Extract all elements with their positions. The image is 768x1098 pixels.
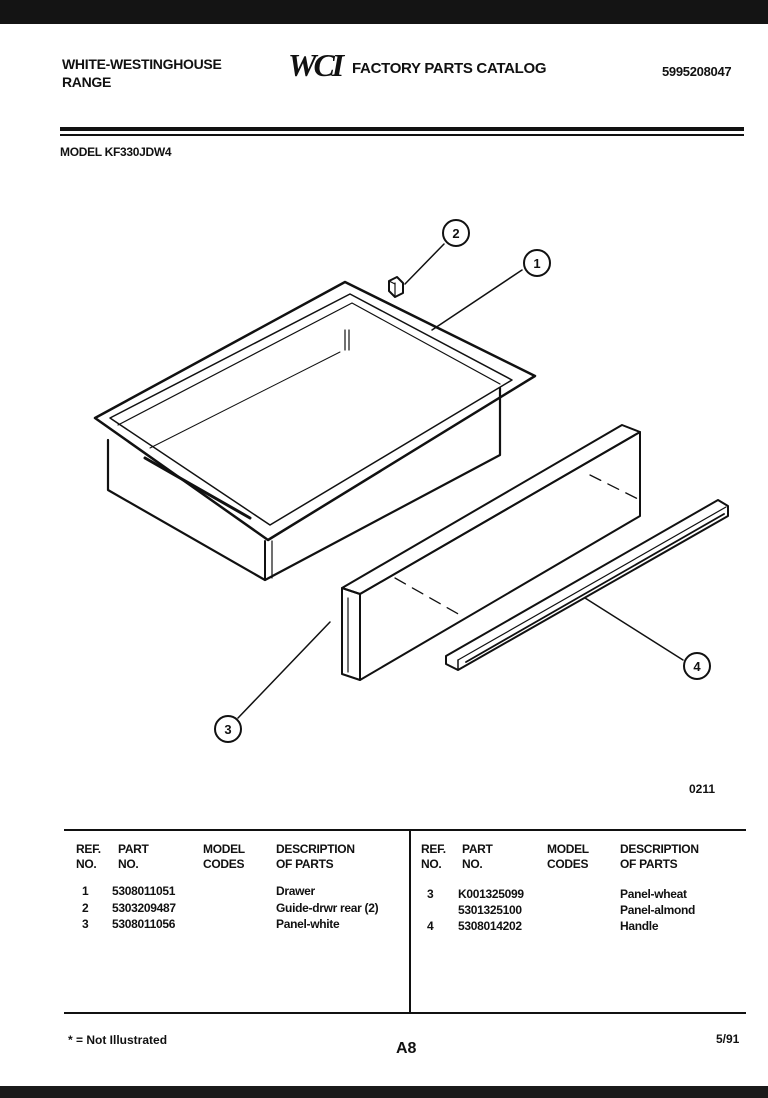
row-part-no: 5308014202 bbox=[458, 919, 522, 933]
catalog-title: FACTORY PARTS CATALOG bbox=[352, 60, 547, 77]
header-desc-right-line1: DESCRIPTION bbox=[620, 842, 699, 856]
row-part-no: K001325099 bbox=[458, 887, 524, 901]
not-illustrated-note: * = Not Illustrated bbox=[68, 1033, 168, 1047]
rear-guide-drawing bbox=[388, 276, 404, 298]
callout-4-label: 4 bbox=[693, 659, 701, 674]
row-description: Guide-drwr rear (2) bbox=[276, 901, 379, 915]
header-model-right: MODEL CODES bbox=[547, 842, 589, 872]
callout-3: 3 bbox=[214, 715, 242, 743]
catalog-number: 5995208047 bbox=[662, 64, 732, 79]
header-desc-line1: DESCRIPTION bbox=[276, 842, 355, 856]
callout-1: 1 bbox=[523, 249, 551, 277]
header-rule-thin bbox=[60, 134, 744, 136]
table-bottom-rule bbox=[64, 1012, 746, 1014]
exploded-parts-diagram: 2 1 3 4 bbox=[93, 219, 729, 743]
header-model-right-line2: CODES bbox=[547, 857, 589, 871]
header-model-line1: MODEL bbox=[203, 842, 245, 856]
product-type: RANGE bbox=[62, 74, 112, 90]
row-ref: 1 bbox=[82, 884, 89, 898]
header-part-right: PART NO. bbox=[462, 842, 493, 872]
header-rule bbox=[60, 127, 744, 131]
leader-line-4 bbox=[584, 597, 684, 661]
row-description: Panel-almond bbox=[620, 903, 696, 917]
header-part-line2: NO. bbox=[118, 857, 139, 871]
header-ref-right-line1: REF. bbox=[421, 842, 446, 856]
header-description: DESCRIPTION OF PARTS bbox=[276, 842, 355, 872]
page-number: A8 bbox=[396, 1040, 417, 1057]
callout-4: 4 bbox=[683, 652, 711, 680]
header-desc-right-line2: OF PARTS bbox=[620, 857, 678, 871]
table-divider bbox=[409, 830, 411, 1013]
leader-line-2 bbox=[404, 243, 445, 285]
row-part-no: 5308011056 bbox=[112, 917, 176, 931]
header-ref-line1: REF. bbox=[76, 842, 101, 856]
header-model-right-line1: MODEL bbox=[547, 842, 589, 856]
row-description: Handle bbox=[620, 919, 659, 933]
callout-2-label: 2 bbox=[452, 226, 459, 241]
header-model: MODEL CODES bbox=[203, 842, 245, 872]
row-description: Panel-white bbox=[276, 917, 340, 931]
callout-1-label: 1 bbox=[533, 256, 540, 271]
row-ref: 2 bbox=[82, 901, 89, 915]
header-desc-line2: OF PARTS bbox=[276, 857, 334, 871]
header-part-line1: PART bbox=[118, 842, 149, 856]
scan-edge-bottom bbox=[0, 1086, 768, 1098]
callout-3-label: 3 bbox=[224, 722, 231, 737]
row-part-no: 5303209487 bbox=[112, 901, 176, 915]
row-ref: 4 bbox=[427, 919, 434, 933]
row-description: Panel-wheat bbox=[620, 887, 687, 901]
row-ref: 3 bbox=[427, 887, 434, 901]
brand-name: WHITE-WESTINGHOUSE bbox=[62, 56, 222, 72]
row-part-no: 5301325100 bbox=[458, 903, 522, 917]
header-ref-right-line2: NO. bbox=[421, 857, 442, 871]
front-panel-drawing bbox=[341, 424, 641, 681]
header-part: PART NO. bbox=[118, 842, 149, 872]
handle-drawing bbox=[445, 499, 729, 671]
callout-2: 2 bbox=[442, 219, 470, 247]
header-model-line2: CODES bbox=[203, 857, 245, 871]
header-description-right: DESCRIPTION OF PARTS bbox=[620, 842, 699, 872]
leader-line-1 bbox=[431, 269, 523, 331]
header-part-right-line2: NO. bbox=[462, 857, 483, 871]
leader-line-3 bbox=[237, 621, 331, 719]
table-top-rule bbox=[64, 829, 746, 831]
illustration-number: 0211 bbox=[689, 782, 716, 796]
scan-edge-top bbox=[0, 0, 768, 24]
row-part-no: 5308011051 bbox=[112, 884, 176, 898]
model-number: MODEL KF330JDW4 bbox=[60, 145, 172, 159]
wci-logo: WCI bbox=[288, 47, 344, 83]
header-part-right-line1: PART bbox=[462, 842, 493, 856]
row-description: Drawer bbox=[276, 884, 315, 898]
revision-date: 5/91 bbox=[716, 1032, 740, 1046]
drawer-drawing bbox=[93, 280, 537, 582]
row-ref: 3 bbox=[82, 917, 89, 931]
header-ref: REF. NO. bbox=[76, 842, 101, 872]
header-ref-line2: NO. bbox=[76, 857, 97, 871]
header-ref-right: REF. NO. bbox=[421, 842, 446, 872]
